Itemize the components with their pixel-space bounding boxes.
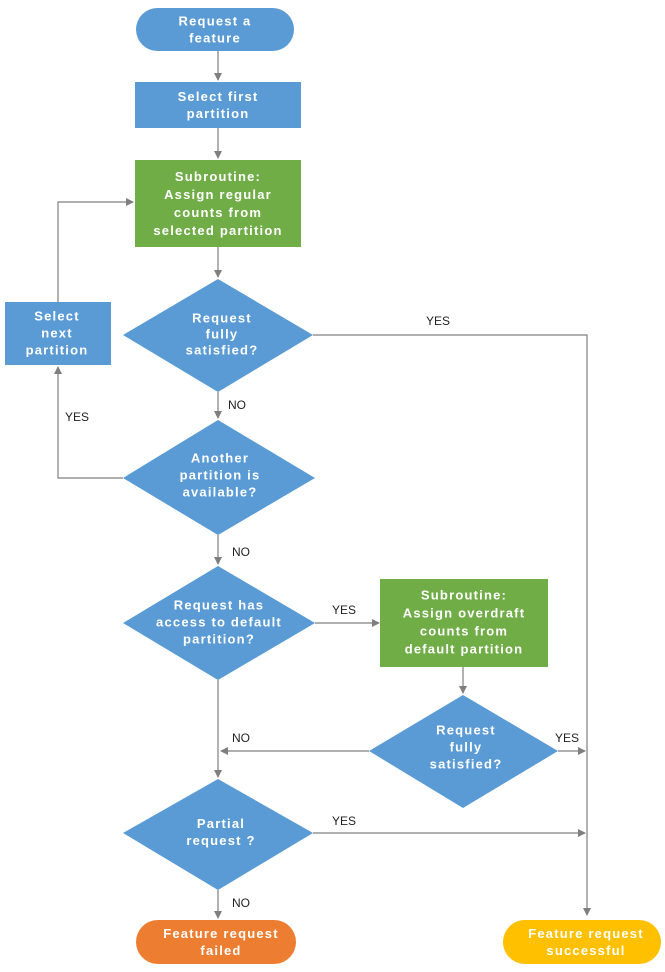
node-text-line: Request has [174, 598, 265, 613]
label-yes: YES [555, 731, 579, 745]
subroutine-regular-box [135, 160, 301, 247]
label-no: NO [232, 896, 250, 910]
label-no: NO [232, 731, 250, 745]
select-next-partition-label: Select next partition [26, 309, 89, 358]
node-text-line: successful [546, 943, 625, 958]
label-yes: YES [426, 314, 450, 328]
label-yes: YES [332, 603, 356, 617]
node-text-line: fully [450, 740, 483, 755]
node-text-line: fully [206, 327, 239, 342]
label-yes: YES [65, 410, 89, 424]
decision-another-partition-available [123, 420, 315, 535]
success-terminator [503, 920, 661, 964]
edge-another-yes-to-select-next [54, 366, 123, 479]
label-no: NO [228, 398, 246, 412]
start-terminator [136, 8, 294, 51]
node-text-line: default partition [405, 642, 524, 657]
select-next-partition-box [5, 302, 111, 365]
node-text-line: Feature request [163, 926, 279, 941]
node-text-line: partition is [180, 468, 261, 483]
subroutine-regular-label: Subroutine: Assign regular counts from sele… [153, 169, 282, 238]
decision-access-default-partition-label: Request has access to default partition? [156, 598, 282, 647]
node-text-line: Feature request [528, 926, 644, 941]
label-yes: YES [332, 814, 356, 828]
success-label: Feature request successful [528, 926, 644, 958]
node-text-line: counts from [420, 624, 508, 639]
node-text-line: next [41, 326, 73, 341]
node-text-line: feature [189, 31, 241, 46]
label-no: NO [232, 545, 250, 559]
nodes: Request a feature Select first partition S… [5, 8, 661, 964]
node-text-line: Request [192, 311, 252, 326]
select-first-partition-label: Select first partition [178, 89, 259, 121]
edge-satisfied-yes-to-success [313, 334, 591, 916]
node-text-line: counts from [174, 205, 262, 220]
decision-request-fully-satisfied-2 [369, 695, 558, 808]
node-text-line: Select [34, 309, 80, 324]
edges [54, 51, 591, 919]
subroutine-overdraft-box [380, 579, 548, 667]
node-text-line: Partial [197, 816, 245, 831]
node-text-line: selected partition [153, 223, 282, 238]
decision-partial-request-label: Partial request ? [186, 816, 255, 848]
node-text-line: Another [191, 451, 249, 466]
edge-select-next-to-subroutine [57, 198, 134, 302]
node-text-line: Assign overdraft [403, 606, 526, 621]
decision-partial-request [123, 779, 313, 890]
select-first-partition-box [135, 82, 301, 128]
node-text-line: Select first [178, 89, 259, 104]
decision-access-default-partition [123, 566, 315, 680]
node-text-line: satisfied? [186, 343, 259, 358]
node-text-line: request ? [186, 833, 255, 848]
node-text-line: partition [26, 343, 89, 358]
subroutine-overdraft-label: Subroutine: Assign overdraft counts from de… [403, 588, 526, 657]
node-text-line: partition [187, 106, 250, 121]
failed-label: Feature request failed [163, 926, 279, 958]
node-text-line: Subroutine: [421, 588, 507, 603]
node-text-line: partition? [183, 632, 255, 647]
edge-labels: YES NO YES NO YES NO YES YES NO [65, 314, 579, 910]
node-text-line: failed [200, 943, 241, 958]
node-text-line: Assign regular [164, 187, 272, 202]
node-text-line: Subroutine: [175, 169, 261, 184]
decision-request-fully-satisfied [123, 279, 313, 392]
start-label: Request a feature [179, 14, 252, 46]
node-text-line: access to default [156, 615, 282, 630]
node-text-line: available? [183, 485, 258, 500]
failed-terminator [136, 920, 296, 964]
node-text-line: Request [436, 723, 496, 738]
node-text-line: satisfied? [430, 757, 503, 772]
decision-request-fully-satisfied-2-label: Request fully satisfied? [430, 723, 503, 772]
node-text-line: Request a [179, 14, 252, 29]
decision-another-partition-available-label: Another partition is available? [180, 451, 261, 500]
